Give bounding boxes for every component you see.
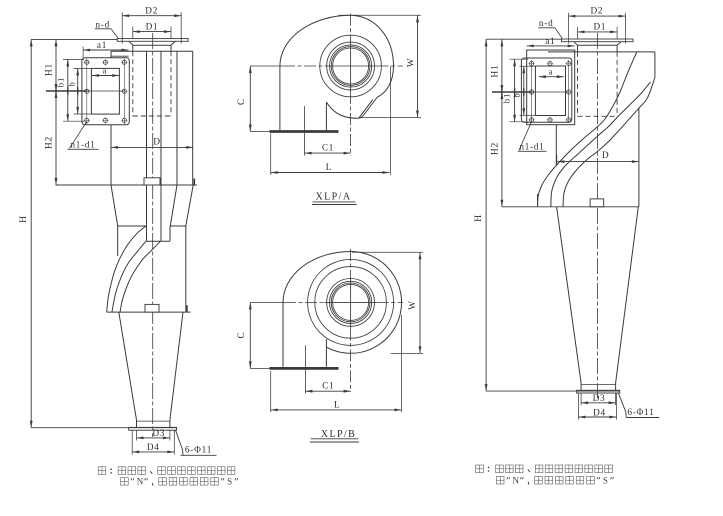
- svg-text:a1: a1: [97, 40, 107, 50]
- svg-text:H2: H2: [45, 136, 55, 149]
- svg-text:6-Φ11: 6-Φ11: [627, 407, 654, 417]
- svg-text:C: C: [236, 98, 246, 105]
- svg-text:D4: D4: [147, 442, 160, 452]
- svg-text:C1: C1: [322, 143, 334, 153]
- svg-text:b: b: [511, 92, 521, 97]
- svg-text:XLP/A: XLP/A: [316, 192, 352, 203]
- svg-text:b: b: [67, 81, 77, 86]
- svg-text:D: D: [602, 151, 610, 161]
- svg-text:n1-d1: n1-d1: [71, 139, 96, 149]
- svg-text:C: C: [236, 332, 246, 339]
- svg-text:N: N: [137, 477, 144, 487]
- svg-text:XLP/B: XLP/B: [321, 429, 356, 440]
- svg-text:L: L: [326, 162, 332, 172]
- svg-text:H1: H1: [490, 64, 500, 77]
- svg-text:H: H: [474, 214, 484, 222]
- svg-text:D2: D2: [590, 6, 603, 16]
- svg-text:H1: H1: [45, 63, 55, 76]
- svg-text:D1: D1: [146, 21, 159, 31]
- svg-text:D: D: [153, 138, 161, 148]
- svg-text:C1: C1: [322, 381, 334, 391]
- svg-text:D3: D3: [152, 428, 165, 438]
- svg-text:b1: b1: [56, 77, 66, 87]
- svg-text:a: a: [102, 65, 107, 75]
- svg-text:H2: H2: [490, 142, 500, 155]
- svg-text:H: H: [19, 215, 29, 223]
- svg-text:D3: D3: [593, 393, 606, 403]
- svg-text:a1: a1: [545, 36, 555, 46]
- svg-text:n1-d1: n1-d1: [520, 141, 545, 151]
- svg-text:D1: D1: [593, 22, 606, 32]
- svg-text:n-d: n-d: [539, 18, 554, 28]
- svg-text:S: S: [227, 477, 232, 487]
- svg-text:n-d: n-d: [95, 19, 110, 29]
- svg-text:W: W: [405, 58, 415, 67]
- svg-text:D4: D4: [593, 407, 606, 417]
- svg-text:a: a: [549, 67, 554, 77]
- svg-text:N: N: [513, 476, 520, 486]
- svg-text:6-Φ11: 6-Φ11: [185, 445, 212, 455]
- svg-text:b1: b1: [501, 93, 511, 103]
- svg-text:W: W: [407, 300, 417, 309]
- svg-text:D2: D2: [145, 5, 158, 15]
- svg-text:L: L: [334, 399, 340, 409]
- svg-text:S: S: [603, 476, 608, 486]
